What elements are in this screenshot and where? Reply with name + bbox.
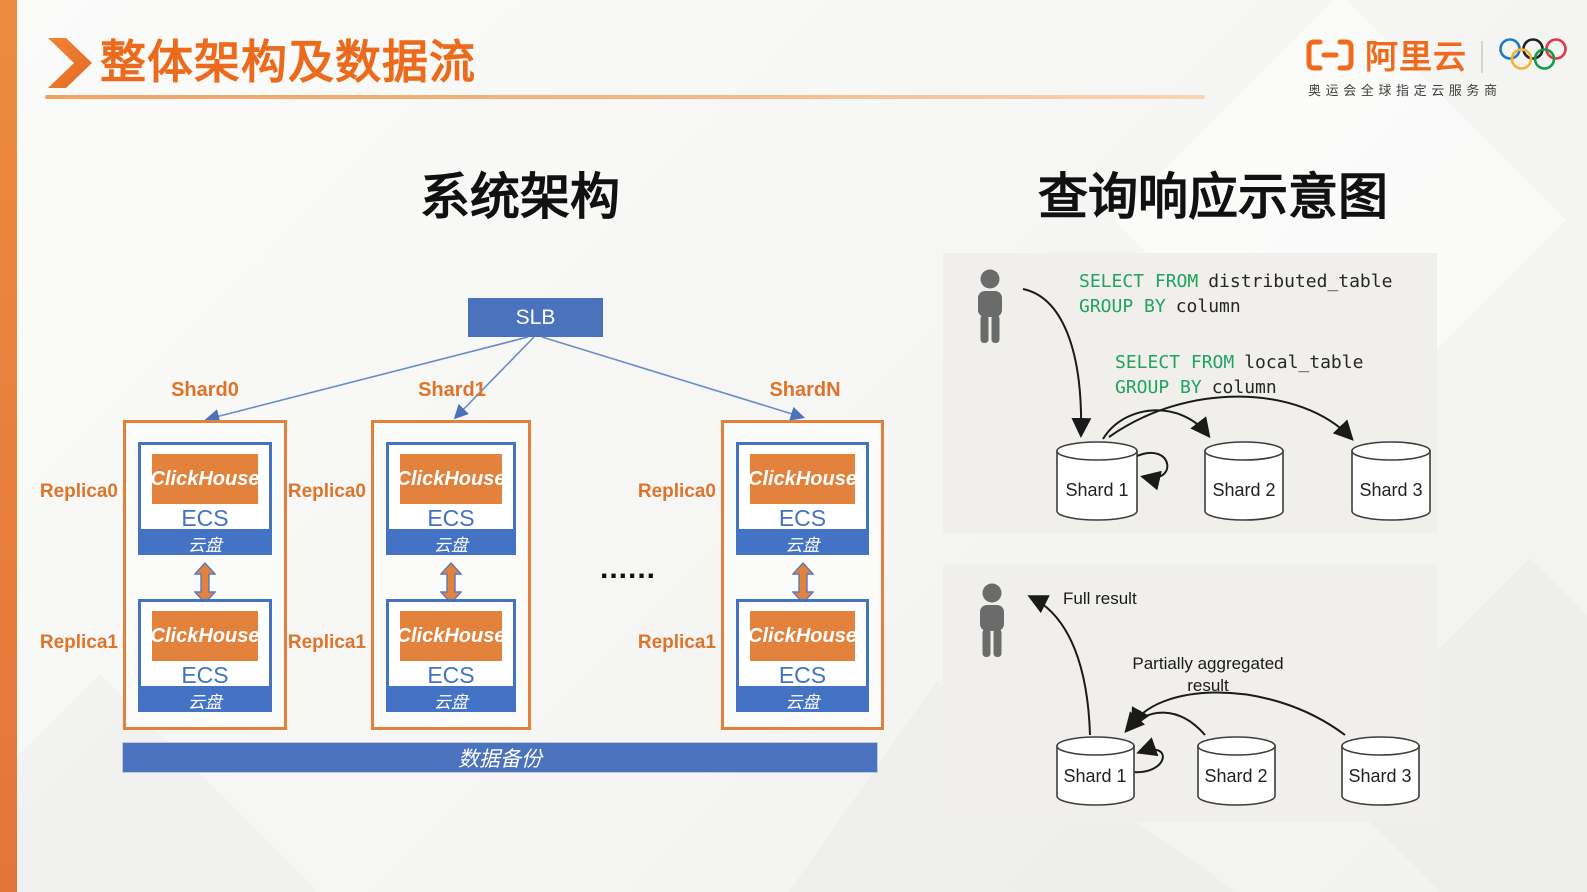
clickhouse-box: ClickHouse — [151, 454, 259, 504]
shard-cylinder-label: Shard 1 — [1065, 480, 1128, 500]
alibaba-cloud-bracket-icon — [1305, 38, 1355, 77]
replica-sync-arrow-icon — [440, 562, 462, 604]
clickhouse-box: ClickHouse — [397, 611, 505, 661]
olympic-rings-icon — [1497, 37, 1569, 77]
cloud-disk-bar: 云盘 — [386, 532, 516, 555]
cloud-disk-bar: 云盘 — [386, 689, 516, 712]
replica-node: ClickHouse ECS 云盘 — [736, 442, 869, 555]
shard-label: ShardN — [769, 379, 841, 401]
sql-keyword: GROUP BY — [1115, 377, 1202, 398]
ecs-label: ECS — [778, 662, 827, 688]
shard-box: ClickHouse ECS 云盘 ClickHouse ECS 云盘 — [371, 420, 531, 730]
ecs-host-box: ClickHouse ECS — [736, 599, 869, 689]
replica-node: ClickHouse ECS 云盘 — [386, 442, 516, 555]
shard-cylinder-label: Shard 2 — [1204, 766, 1267, 786]
local-query-code: SELECT FROM local_table GROUP BY column — [1115, 350, 1363, 400]
replica-node: ClickHouse ECS 云盘 — [138, 599, 272, 712]
sql-column: column — [1175, 296, 1241, 317]
brand-name: 阿里云 — [1365, 38, 1467, 75]
shard-box: ClickHouse ECS 云盘 ClickHouse ECS 云盘 — [721, 420, 884, 730]
sql-table: distributed_table — [1208, 271, 1393, 292]
right-section-title: 查询响应示意图 — [1038, 169, 1388, 225]
shard-label: Shard0 — [171, 379, 239, 401]
replica-label: Replica1 — [39, 632, 118, 653]
replica-sync-arrow-icon — [791, 562, 814, 604]
result-merge-diagram: Shard 1 Shard 2 Shard 3 — [1027, 595, 1420, 806]
title-underline — [45, 95, 1205, 99]
query-response-panel: Full result Partially aggregated result — [943, 565, 1437, 822]
shard-cylinder-label: Shard 2 — [1212, 480, 1275, 500]
ecs-host-box: ClickHouse ECS — [386, 599, 516, 689]
sql-keyword: GROUP BY — [1079, 296, 1166, 317]
ecs-label: ECS — [181, 505, 229, 531]
replica-label: Replica1 — [637, 632, 716, 653]
left-section-title: 系统架构 — [420, 169, 620, 225]
sql-column: column — [1211, 377, 1277, 398]
query-request-panel: SELECT FROM distributed_table GROUP BY col… — [943, 253, 1437, 533]
cloud-disk-bar: 云盘 — [138, 689, 272, 712]
shard-cylinder-label: Shard 1 — [1063, 766, 1126, 786]
logo-divider — [1481, 41, 1483, 73]
sql-table: local_table — [1244, 352, 1364, 373]
left-accent-bar — [0, 0, 17, 892]
cloud-disk-bar: 云盘 — [736, 532, 869, 555]
ecs-host-box: ClickHouse ECS — [138, 599, 272, 689]
ecs-label: ECS — [427, 505, 475, 531]
clickhouse-box: ClickHouse — [748, 454, 857, 504]
more-shards-ellipsis: ...... — [599, 552, 656, 585]
user-person-icon — [971, 269, 1009, 352]
brand-logo: 阿里云 — [1305, 37, 1569, 77]
chevron-right-icon — [48, 38, 92, 93]
query-fanout-diagram: Shard 1 Shard 2 Shard 3 — [1022, 288, 1431, 521]
clickhouse-box: ClickHouse — [397, 454, 505, 504]
cloud-disk-bar: 云盘 — [736, 689, 869, 712]
ecs-host-box: ClickHouse ECS — [736, 442, 869, 532]
cloud-disk-bar: 云盘 — [138, 532, 272, 555]
partial-result-line2: result — [1187, 676, 1229, 695]
replica-sync-arrow-icon — [194, 562, 216, 604]
partial-result-line1: Partially aggregated — [1132, 654, 1284, 673]
data-backup-bar: 数据备份 — [122, 742, 878, 773]
ecs-label: ECS — [778, 505, 827, 531]
clickhouse-box: ClickHouse — [748, 611, 857, 661]
replica-label: Replica0 — [287, 481, 366, 502]
ecs-host-box: ClickHouse ECS — [138, 442, 272, 532]
shard-cylinder-label: Shard 3 — [1348, 766, 1411, 786]
replica-node: ClickHouse ECS 云盘 — [386, 599, 516, 712]
full-result-label: Full result — [1063, 589, 1137, 608]
shard-label: Shard1 — [418, 379, 486, 401]
partial-result-label: Partially aggregated result — [1098, 653, 1318, 697]
ecs-host-box: ClickHouse ECS — [386, 442, 516, 532]
user-person-icon — [973, 583, 1011, 666]
replica-node: ClickHouse ECS 云盘 — [138, 442, 272, 555]
distributed-query-code: SELECT FROM distributed_table GROUP BY col… — [1079, 269, 1392, 319]
sql-keyword: SELECT FROM — [1115, 352, 1235, 373]
ecs-label: ECS — [181, 662, 229, 688]
replica-label: Replica0 — [39, 481, 118, 502]
sql-keyword: SELECT FROM — [1079, 271, 1199, 292]
replica-label: Replica1 — [287, 632, 366, 653]
slb-node: SLB — [468, 298, 603, 337]
shard-cylinder-label: Shard 3 — [1359, 480, 1422, 500]
brand-tagline: 奥运会全球指定云服务商 — [1308, 83, 1502, 98]
ecs-label: ECS — [427, 662, 475, 688]
clickhouse-box: ClickHouse — [151, 611, 259, 661]
page-title: 整体架构及数据流 — [100, 36, 476, 88]
shard-box: ClickHouse ECS 云盘 ClickHouse ECS 云盘 — [123, 420, 287, 730]
replica-label: Replica0 — [637, 481, 716, 502]
replica-node: ClickHouse ECS 云盘 — [736, 599, 869, 712]
